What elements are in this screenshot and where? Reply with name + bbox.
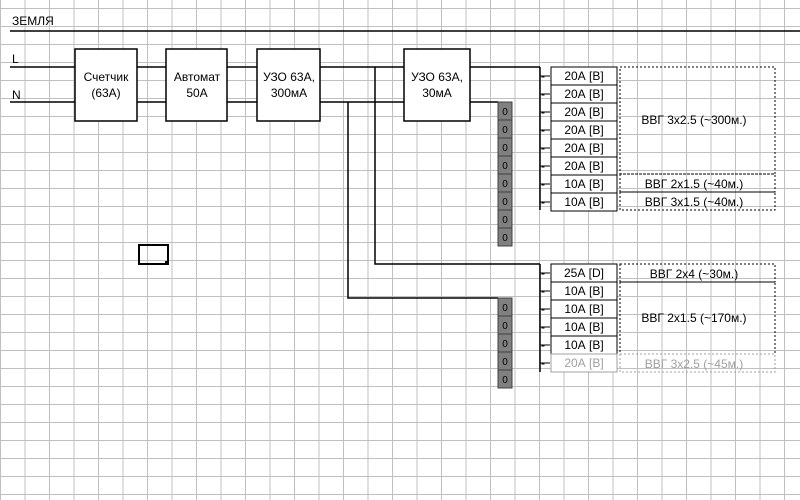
breaker-row: - 10А [В]: [540, 281, 618, 301]
terminal-slot: 0: [502, 321, 508, 332]
breaker-dash: -: [541, 284, 545, 298]
breaker-row: - 10А [В]: [540, 299, 618, 319]
meter-label-line2: (63А): [91, 86, 120, 100]
breaker-dash: -: [541, 338, 545, 352]
terminal-slot: 0: [502, 179, 508, 190]
breaker-rating: 20А [В]: [564, 141, 603, 155]
selected-cell[interactable]: [138, 244, 169, 265]
breaker-dash: -: [541, 195, 545, 209]
breaker-dash: -: [541, 87, 545, 101]
neutral-terminal-bar-2: 0 0 0 0 0: [497, 297, 513, 389]
breaker-rating: 10А [В]: [564, 284, 603, 298]
breaker-dash: -: [541, 69, 545, 83]
breaker-row: - 25А [D]: [540, 263, 618, 283]
terminal-slot: 0: [502, 107, 508, 118]
breaker-rating: 20А [В]: [564, 105, 603, 119]
breaker-rating: 10А [В]: [564, 195, 603, 209]
terminal-slot: 0: [502, 161, 508, 172]
breaker-rating: 20А [В]: [564, 87, 603, 101]
rcd-main-label-line2: 300мА: [271, 86, 307, 100]
ground-label: ЗЕМЛЯ: [12, 14, 54, 28]
breaker-rating: 10А [В]: [564, 338, 603, 352]
terminal-slot: 0: [502, 357, 508, 368]
terminal-slot: 0: [502, 233, 508, 244]
breaker-row: - 20А [В]: [540, 102, 618, 122]
terminal-slot: 0: [502, 125, 508, 136]
group2-cable-1: ВВГ 2х4 (~30м.): [650, 267, 738, 281]
terminal-slot: 0: [502, 339, 508, 350]
group1-cable-1: ВВГ 3х2.5 (~300м.): [641, 113, 746, 127]
breaker-dash: -: [541, 105, 545, 119]
breaker-dash: -: [541, 141, 545, 155]
group1-breakers: - 20А [В] - 20А [В] - 20А [В] - 20А [В] - 20А [В]…: [540, 66, 618, 212]
group2-cables: ВВГ 2х4 (~30м.) ВВГ 2х1.5 (~170м.) ВВГ 3…: [619, 263, 776, 373]
breaker-dash: -: [541, 266, 545, 280]
breaker-rating: 20А [В]: [564, 356, 603, 370]
group1-cables: ВВГ 3х2.5 (~300м.) ВВГ 2х1.5 (~40м.) ВВГ…: [619, 66, 776, 211]
breaker-row: - 20А [В]: [540, 66, 618, 86]
breaker-dash: -: [541, 356, 545, 370]
breaker-cell: [550, 353, 618, 373]
breaker-rating: 10А [В]: [564, 320, 603, 334]
breaker-rating: 10А [В]: [564, 302, 603, 316]
breaker-rating: 20А [В]: [564, 69, 603, 83]
breaker-dash: -: [541, 123, 545, 137]
breaker-row: - 10А [В]: [540, 192, 618, 212]
terminal-slot: 0: [502, 215, 508, 226]
breaker-rating: 20А [В]: [564, 159, 603, 173]
breaker-row: - 20А [В]: [540, 120, 618, 140]
breaker-row: - 10А [В]: [540, 317, 618, 337]
meter-block: Счетчик (63А): [74, 48, 138, 122]
breaker-rating: 10А [В]: [564, 177, 603, 191]
breaker-row: - 20А [В]: [540, 84, 618, 104]
breaker-label-line2: 50А: [186, 86, 207, 100]
breaker-rating: 25А [D]: [564, 266, 604, 280]
group2-cable-2: ВВГ 2х1.5 (~170м.): [641, 311, 746, 325]
neutral-terminal-bar-1: 0 0 0 0 0 0 0 0: [497, 101, 513, 247]
terminal-slot: 0: [502, 375, 508, 386]
breaker-row: - 20А [В]: [540, 353, 618, 373]
breaker-dash: -: [541, 320, 545, 334]
breaker-row: - 20А [В]: [540, 156, 618, 176]
breaker-dash: -: [541, 159, 545, 173]
group1-cable-2: ВВГ 2х1.5 (~40м.): [645, 177, 743, 191]
main-wiring: [10, 66, 541, 372]
terminal-slot: 0: [502, 143, 508, 154]
group2-cable-3: ВВГ 3х2.5 (~45м.): [645, 357, 743, 371]
breaker-label-line1: Автомат: [174, 70, 221, 84]
line-n-label: N: [12, 88, 21, 102]
rcd-main-label-line1: УЗО 63А,: [263, 70, 315, 84]
breaker-dash: -: [541, 177, 545, 191]
rcd-main-block: УЗО 63А, 300мА: [256, 48, 321, 122]
meter-label-line1: Счетчик: [84, 70, 130, 84]
breaker-dash: -: [541, 302, 545, 316]
breaker-rating: 20А [В]: [564, 123, 603, 137]
terminal-bar-body: [497, 297, 513, 389]
group1-cable-3: ВВГ 3х1.5 (~40м.): [645, 195, 743, 209]
rcd-group-block: УЗО 63А, 30мА: [403, 48, 471, 122]
breaker-block: Автомат 50А: [165, 48, 228, 122]
terminal-slot: 0: [502, 197, 508, 208]
rcd-group-label-line2: 30мА: [422, 86, 452, 100]
line-l-label: L: [12, 52, 19, 66]
group2-breakers: - 25А [D] - 10А [В] - 10А [В] - 10А [В] - 10А [В]…: [540, 263, 618, 373]
breaker-row: - 10А [В]: [540, 174, 618, 194]
rcd-group-label-line1: УЗО 63А,: [411, 70, 463, 84]
breaker-row: - 20А [В]: [540, 138, 618, 158]
terminal-slot: 0: [502, 303, 508, 314]
breaker-row: - 10А [В]: [540, 335, 618, 355]
breaker-cell: [550, 192, 618, 212]
